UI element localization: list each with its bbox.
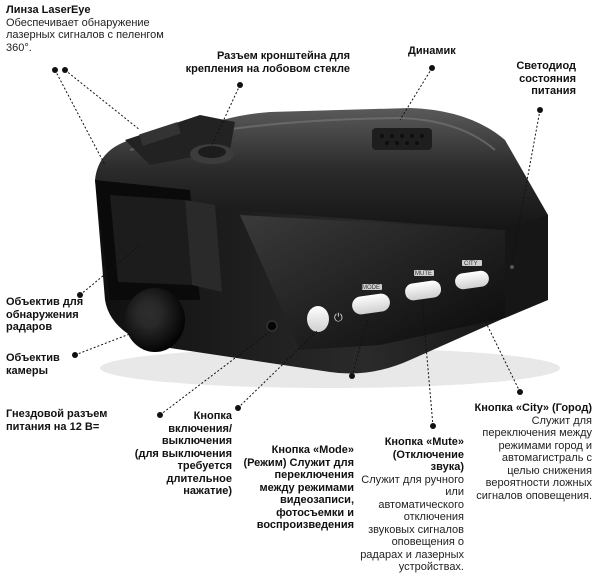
label-power-button: Кнопка включения/ выключения (для выключ…: [134, 410, 232, 497]
label-city-button: Кнопка «City» (Город) Служит для переклю…: [474, 402, 592, 502]
label-radar-lens: Объектив для обнаружения радаров: [6, 296, 84, 333]
label-mode-button: Кнопка «Mode» (Режим) Служит для переклю…: [243, 444, 354, 531]
label-lens: Линза LaserEye Обеспечивает обнаружение …: [6, 4, 164, 54]
city-key-label: CITY: [464, 261, 478, 267]
label-camera-lens: Объектив камеры: [6, 352, 60, 377]
label-led: Светодиод состояния питания: [516, 60, 576, 97]
power-icon: ⏻: [334, 312, 343, 324]
label-mute-button: Кнопка «Mute» (Отключение звука) Служит …: [360, 436, 464, 573]
label-mount: Разъем кронштейна для крепления на лобов…: [185, 50, 350, 75]
mode-key-label: MODE: [362, 285, 380, 291]
device-power-button: [307, 306, 329, 332]
label-power-jack: Гнездовой разъем питания на 12 В=: [6, 408, 108, 433]
label-speaker: Динамик: [408, 45, 456, 57]
mute-key-label: MUTE: [415, 271, 432, 277]
